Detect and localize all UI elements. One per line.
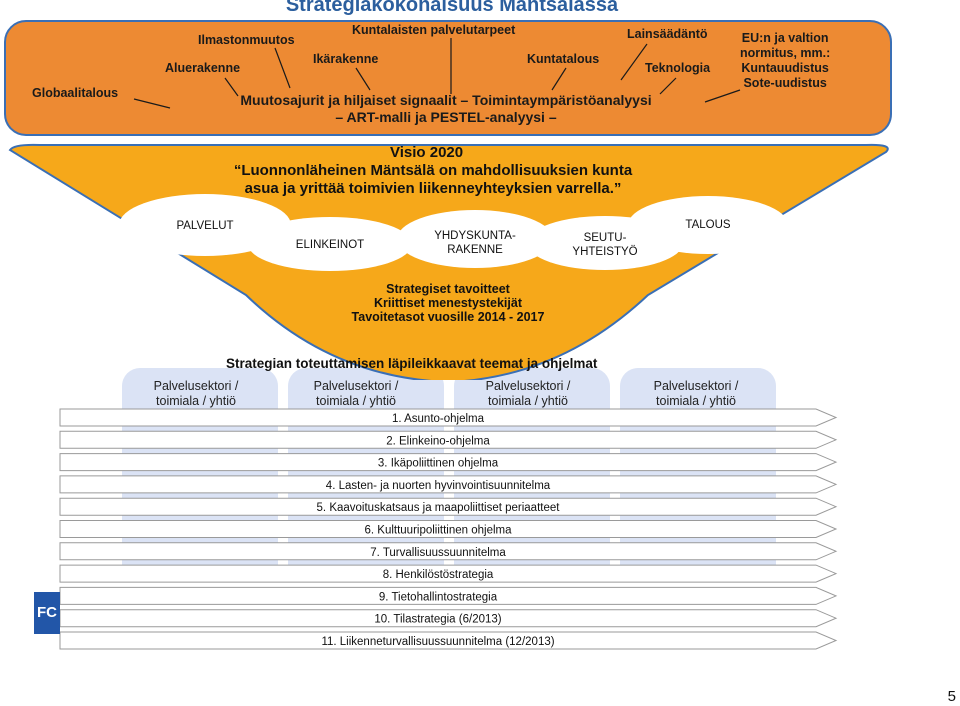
- program-arrow: 3. Ikäpoliittinen ohjelma: [59, 453, 838, 472]
- strategic-line: Strategiset tavoitteet: [386, 282, 510, 296]
- driver-eu-normitus: EU:n ja valtion normitus, mm.: Kuntauudi…: [740, 31, 830, 91]
- program-arrow-shape: [59, 609, 838, 628]
- page-title: Strategiakokonaisuus Mäntsälässä: [285, 0, 619, 16]
- program-arrow-shape: [59, 631, 838, 650]
- driver-connector-lines: [133, 38, 741, 109]
- cloud-label-line: SEUTU-: [583, 232, 627, 244]
- vision-funnel: [8, 143, 889, 380]
- program-label: 4. Lasten- ja nuorten hyvinvointisuunnit…: [326, 480, 551, 492]
- program-label: 5. Kaavoituskatsaus ja maapoliittiset pe…: [317, 502, 561, 514]
- driver-ikarakenne: Ikärakenne: [313, 52, 379, 66]
- themes-heading: Strategian toteuttamisen läpileikkaavat …: [226, 356, 598, 371]
- sector-label-line: Palvelusektori /: [313, 379, 399, 393]
- program-arrow-shape: [59, 430, 838, 449]
- cloud-palvelut: PALVELUT: [176, 220, 234, 232]
- program-arrow-shape: [59, 497, 838, 516]
- drivers-main-line: Muutosajurit ja hiljaiset signaalit – To…: [240, 92, 652, 108]
- program-label: 8. Henkilöstöstrategia: [383, 569, 494, 581]
- driver-ilmastonmuutos: Ilmastonmuutos: [198, 33, 295, 47]
- program-label: 7. Turvallisuussuunnitelma: [370, 547, 506, 559]
- logo: FC: [34, 592, 60, 634]
- driver-kuntalaisten-palvelutarpeet: Kuntalaisten palvelutarpeet: [352, 23, 516, 37]
- sector-label-line: toimiala / yhtiö: [656, 394, 736, 408]
- driver-aluerakenne: Aluerakenne: [165, 61, 241, 75]
- page-number: 5: [947, 688, 956, 705]
- program-arrow-shape: [59, 520, 838, 538]
- vision-text-line-1: “Luonnonläheinen Mäntsälä on mahdollisuu…: [233, 162, 633, 179]
- sector-label-line: toimiala / yhtiö: [488, 394, 568, 408]
- driver-kuntatalous: Kuntatalous: [527, 52, 600, 66]
- driver-lainsaadanto: Lainsäädäntö: [627, 27, 708, 41]
- cloud-talous: TALOUS: [685, 219, 731, 231]
- program-arrow: 10. Tilastrategia (6/2013): [59, 609, 838, 628]
- strategic-line: Tavoitetasot vuosille 2014 - 2017: [351, 310, 545, 324]
- program-label: 1. Asunto-ohjelma: [392, 413, 485, 425]
- cloud-label-line: YHTEISTYÖ: [572, 246, 638, 258]
- program-label: 3. Ikäpoliittinen ohjelma: [378, 458, 499, 470]
- program-arrow-shape: [59, 475, 838, 494]
- drivers-box: [4, 20, 892, 136]
- sector-label: Palvelusektori /toimiala / yhtiö: [654, 379, 739, 409]
- program-arrow: 6. Kulttuuripoliittinen ohjelma: [59, 520, 838, 538]
- program-label: 2. Elinkeino-ohjelma: [386, 435, 490, 447]
- sector-label: Palvelusektori /toimiala / yhtiö: [486, 379, 571, 409]
- sector-label-line: Palvelusektori /: [153, 379, 239, 393]
- program-label: 10. Tilastrategia (6/2013): [374, 614, 501, 626]
- program-arrow: 8. Henkilöstöstrategia: [59, 564, 838, 583]
- program-arrow: 2. Elinkeino-ohjelma: [59, 430, 838, 449]
- program-arrow-shape: [59, 408, 838, 427]
- vision-heading: Visio 2020: [390, 144, 464, 161]
- eu-line: Kuntauudistus: [741, 61, 829, 75]
- program-arrow: 7. Turvallisuussuunnitelma: [59, 542, 838, 561]
- driver-teknologia: Teknologia: [645, 61, 711, 75]
- vision-text-line-2: asua ja yrittää toimivien liikenneyhteyk…: [244, 180, 622, 197]
- sector-label-line: toimiala / yhtiö: [316, 394, 396, 408]
- program-arrow: 11. Liikenneturvallisuussuunnitelma (12/…: [59, 631, 838, 650]
- program-label: 11. Liikenneturvallisuussuunnitelma (12/…: [321, 636, 554, 648]
- sector-label: Palvelusektori /toimiala / yhtiö: [314, 379, 399, 409]
- program-arrow: 9. Tietohallintostrategia: [59, 586, 838, 605]
- sector-label-line: toimiala / yhtiö: [156, 394, 236, 408]
- driver-globaalitalous: Globaalitalous: [32, 86, 119, 100]
- cloud-seutuyhteistyo: SEUTU- YHTEISTYÖ: [572, 231, 637, 259]
- program-arrow: 1. Asunto-ohjelma: [59, 408, 838, 427]
- strategic-goals: Strategiset tavoitteet Kriittiset menest…: [352, 282, 545, 324]
- eu-line: Sote-uudistus: [743, 76, 827, 90]
- program-arrow: 4. Lasten- ja nuorten hyvinvointisuunnit…: [59, 475, 838, 494]
- cloud-label-line: YHDYSKUNTA-: [434, 230, 516, 242]
- program-label: 9. Tietohallintostrategia: [379, 591, 498, 603]
- strategic-line: Kriittiset menestystekijät: [374, 296, 522, 310]
- drivers-sub-line: – ART-malli ja PESTEL-analyysi –: [335, 109, 557, 125]
- eu-line: EU:n ja valtion: [741, 31, 829, 45]
- program-arrow-shape: [59, 542, 838, 561]
- eu-line: normitus, mm.:: [740, 46, 831, 60]
- sector-label-line: Palvelusektori /: [653, 379, 739, 393]
- program-arrow: 5. Kaavoituskatsaus ja maapoliittiset pe…: [59, 497, 838, 516]
- program-label: 6. Kulttuuripoliittinen ohjelma: [364, 525, 512, 537]
- sector-label: Palvelusektori /toimiala / yhtiö: [154, 379, 239, 409]
- cloud-elinkeinot: ELINKEINOT: [295, 239, 365, 251]
- program-arrow-shape: [59, 564, 838, 583]
- program-arrow-shape: [59, 453, 838, 472]
- sector-label-line: Palvelusektori /: [485, 379, 571, 393]
- cloud-label-line: RAKENNE: [447, 244, 503, 256]
- program-arrow-shape: [59, 586, 838, 605]
- cloud-yhdyskuntarakenne: YHDYSKUNTA- RAKENNE: [434, 229, 516, 257]
